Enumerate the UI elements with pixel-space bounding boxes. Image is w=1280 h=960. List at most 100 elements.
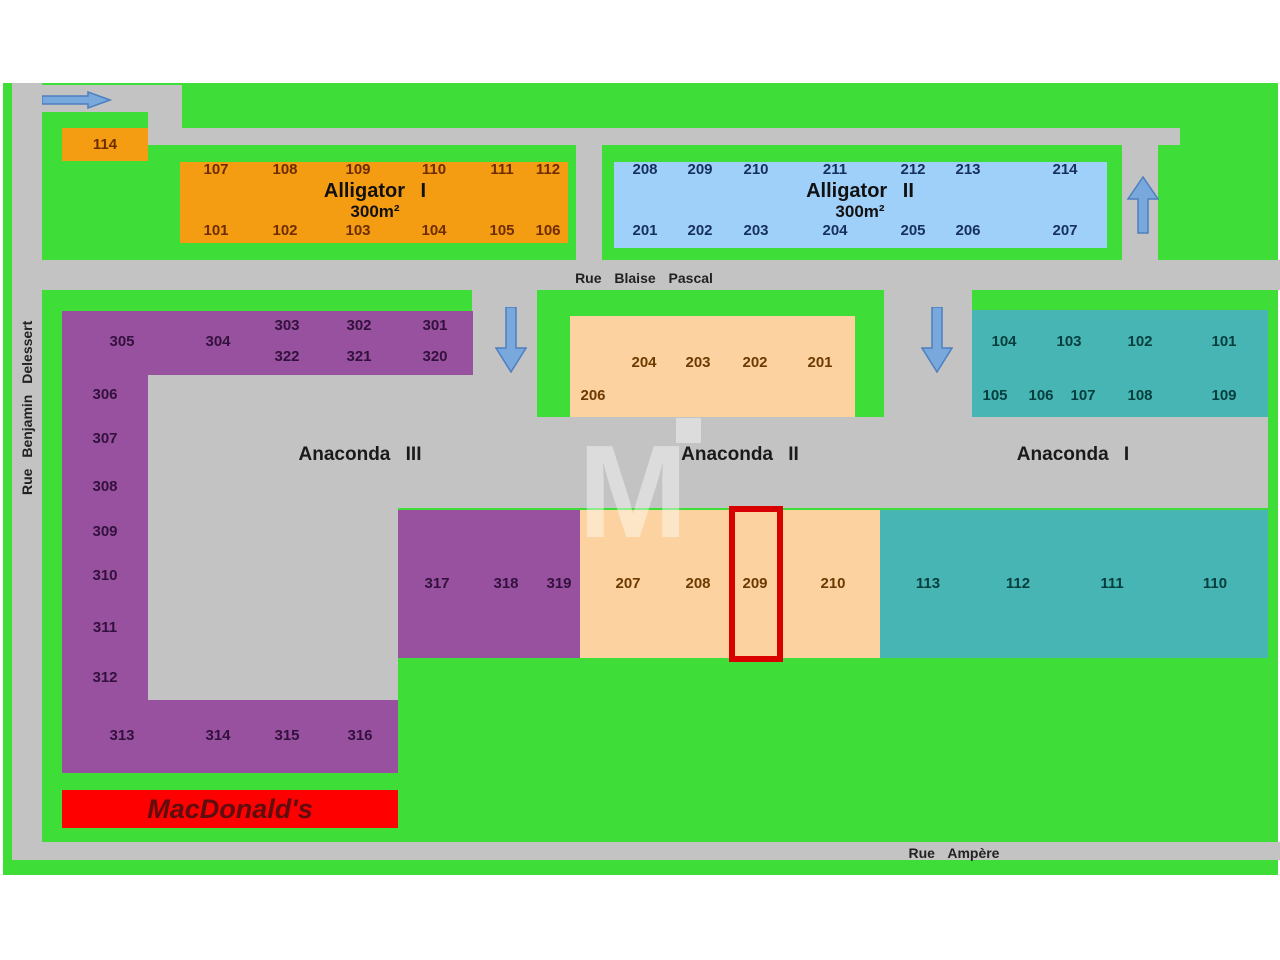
alligator-2-area: 300m² bbox=[835, 202, 885, 221]
unit-label[interactable]: 213 bbox=[955, 161, 981, 178]
road-connector-mid bbox=[576, 145, 602, 261]
unit-label[interactable]: 111 bbox=[1100, 575, 1124, 592]
unit-label[interactable]: 320 bbox=[422, 348, 448, 365]
road-upper-horizontal bbox=[148, 128, 1180, 145]
unit-label[interactable]: 106 bbox=[1028, 387, 1054, 404]
unit-label[interactable]: 103 bbox=[1056, 333, 1082, 350]
unit-label[interactable]: 108 bbox=[272, 161, 298, 178]
unit-label[interactable]: 103 bbox=[345, 222, 371, 239]
unit-label[interactable]: 210 bbox=[743, 161, 769, 178]
unit-label[interactable]: 110 bbox=[1202, 575, 1228, 592]
unit-label[interactable]: 106 bbox=[535, 222, 561, 239]
unit-label[interactable]: 107 bbox=[1070, 387, 1096, 404]
unit-label[interactable]: 204 bbox=[822, 222, 848, 239]
unit-label[interactable]: 314 bbox=[205, 727, 231, 744]
unit-label[interactable]: 105 bbox=[982, 387, 1008, 404]
unit-209-highlight-box[interactable] bbox=[729, 506, 783, 662]
unit-label[interactable]: 101 bbox=[1211, 333, 1237, 350]
building-anaconda-1-lower bbox=[880, 510, 1268, 658]
unit-label[interactable]: 201 bbox=[632, 222, 658, 239]
unit-label[interactable]: 307 bbox=[92, 430, 118, 447]
unit-label[interactable]: 203 bbox=[685, 354, 711, 371]
courtyard-anaconda3-top bbox=[148, 375, 473, 417]
courtyard-anaconda3-tall bbox=[148, 508, 398, 700]
unit-label[interactable]: 310 bbox=[92, 567, 118, 584]
alligator-1-area: 300m² bbox=[350, 202, 400, 221]
building-anaconda-3-mid bbox=[398, 510, 580, 658]
unit-label[interactable]: 109 bbox=[345, 161, 371, 178]
unit-label[interactable]: 112 bbox=[535, 161, 561, 178]
unit-label[interactable]: 308 bbox=[92, 478, 118, 495]
unit-label[interactable]: 203 bbox=[743, 222, 769, 239]
unit-114-box[interactable]: 114 bbox=[62, 128, 148, 161]
unit-label[interactable]: 209 bbox=[742, 575, 768, 592]
unit-label[interactable]: 102 bbox=[1127, 333, 1153, 350]
unit-label[interactable]: 312 bbox=[92, 669, 118, 686]
watermark-logo: M bbox=[578, 418, 688, 565]
unit-label[interactable]: 113 bbox=[915, 575, 941, 592]
unit-label[interactable]: 101 bbox=[203, 222, 229, 239]
right-direction-arrow-icon bbox=[42, 91, 112, 109]
unit-label[interactable]: 108 bbox=[1127, 387, 1153, 404]
unit-label[interactable]: 205 bbox=[900, 222, 926, 239]
unit-label[interactable]: 105 bbox=[489, 222, 515, 239]
building-alligator-2 bbox=[614, 162, 1107, 248]
anaconda-1-label: Anaconda I bbox=[1016, 444, 1130, 465]
street-label-rue-ampere: Rue Ampère bbox=[908, 845, 1000, 861]
unit-label[interactable]: 204 bbox=[631, 354, 657, 371]
unit-label[interactable]: 315 bbox=[274, 727, 300, 744]
unit-label[interactable]: 207 bbox=[615, 575, 641, 592]
unit-label[interactable]: 322 bbox=[274, 348, 300, 365]
anaconda-3-label: Anaconda III bbox=[298, 444, 422, 465]
macdonalds-sign: MacDonald's bbox=[62, 790, 398, 828]
unit-label[interactable]: 309 bbox=[92, 523, 118, 540]
unit-label[interactable]: 214 bbox=[1052, 161, 1078, 178]
down-direction-arrow-icon bbox=[921, 307, 953, 373]
unit-label[interactable]: 311 bbox=[92, 619, 118, 636]
unit-label[interactable]: 313 bbox=[109, 727, 135, 744]
unit-label[interactable]: 110 bbox=[421, 161, 447, 178]
unit-label[interactable]: 305 bbox=[109, 333, 135, 350]
unit-label[interactable]: 112 bbox=[1005, 575, 1031, 592]
road-left-vertical bbox=[12, 83, 42, 860]
unit-label[interactable]: 302 bbox=[346, 317, 372, 334]
unit-label[interactable]: 210 bbox=[820, 575, 846, 592]
unit-label[interactable]: 303 bbox=[274, 317, 300, 334]
unit-label[interactable]: 211 bbox=[822, 161, 848, 178]
unit-label[interactable]: 206 bbox=[955, 222, 981, 239]
unit-label[interactable]: 209 bbox=[687, 161, 713, 178]
unit-label[interactable]: 306 bbox=[92, 386, 118, 403]
unit-label[interactable]: 202 bbox=[742, 354, 768, 371]
unit-label[interactable]: 208 bbox=[632, 161, 658, 178]
unit-label[interactable]: 207 bbox=[1052, 222, 1078, 239]
unit-label[interactable]: 319 bbox=[546, 575, 572, 592]
watermark-logo-dot bbox=[676, 418, 701, 443]
alligator-2-title: Alligator II bbox=[806, 180, 914, 202]
unit-label[interactable]: 107 bbox=[203, 161, 229, 178]
unit-label[interactable]: 109 bbox=[1211, 387, 1237, 404]
unit-label[interactable]: 104 bbox=[421, 222, 447, 239]
building-anaconda-3-left bbox=[62, 311, 148, 773]
street-label-rue-benjamin-delessert: Rue Benjamin Delessert bbox=[19, 320, 35, 495]
alligator-1-title: Alligator I bbox=[323, 180, 427, 202]
street-label-rue-blaise-pascal: Rue Blaise Pascal bbox=[575, 270, 713, 286]
unit-label[interactable]: 111 bbox=[490, 161, 514, 178]
up-direction-arrow-icon bbox=[1127, 176, 1159, 234]
unit-label[interactable]: 316 bbox=[347, 727, 373, 744]
unit-label[interactable]: 321 bbox=[346, 348, 372, 365]
unit-label[interactable]: 212 bbox=[900, 161, 926, 178]
unit-label[interactable]: 301 bbox=[422, 317, 448, 334]
unit-label[interactable]: 208 bbox=[685, 575, 711, 592]
unit-label[interactable]: 104 bbox=[991, 333, 1017, 350]
unit-label[interactable]: 201 bbox=[807, 354, 833, 371]
courtyard-main-band bbox=[148, 417, 1268, 508]
unit-label[interactable]: 304 bbox=[205, 333, 231, 350]
unit-label[interactable]: 202 bbox=[687, 222, 713, 239]
unit-label[interactable]: 318 bbox=[493, 575, 519, 592]
building-anaconda-2-upper bbox=[570, 316, 855, 417]
unit-label[interactable]: 317 bbox=[424, 575, 450, 592]
unit-label[interactable]: 102 bbox=[272, 222, 298, 239]
building-alligator-1 bbox=[180, 162, 568, 243]
unit-label[interactable]: 206 bbox=[580, 387, 606, 404]
